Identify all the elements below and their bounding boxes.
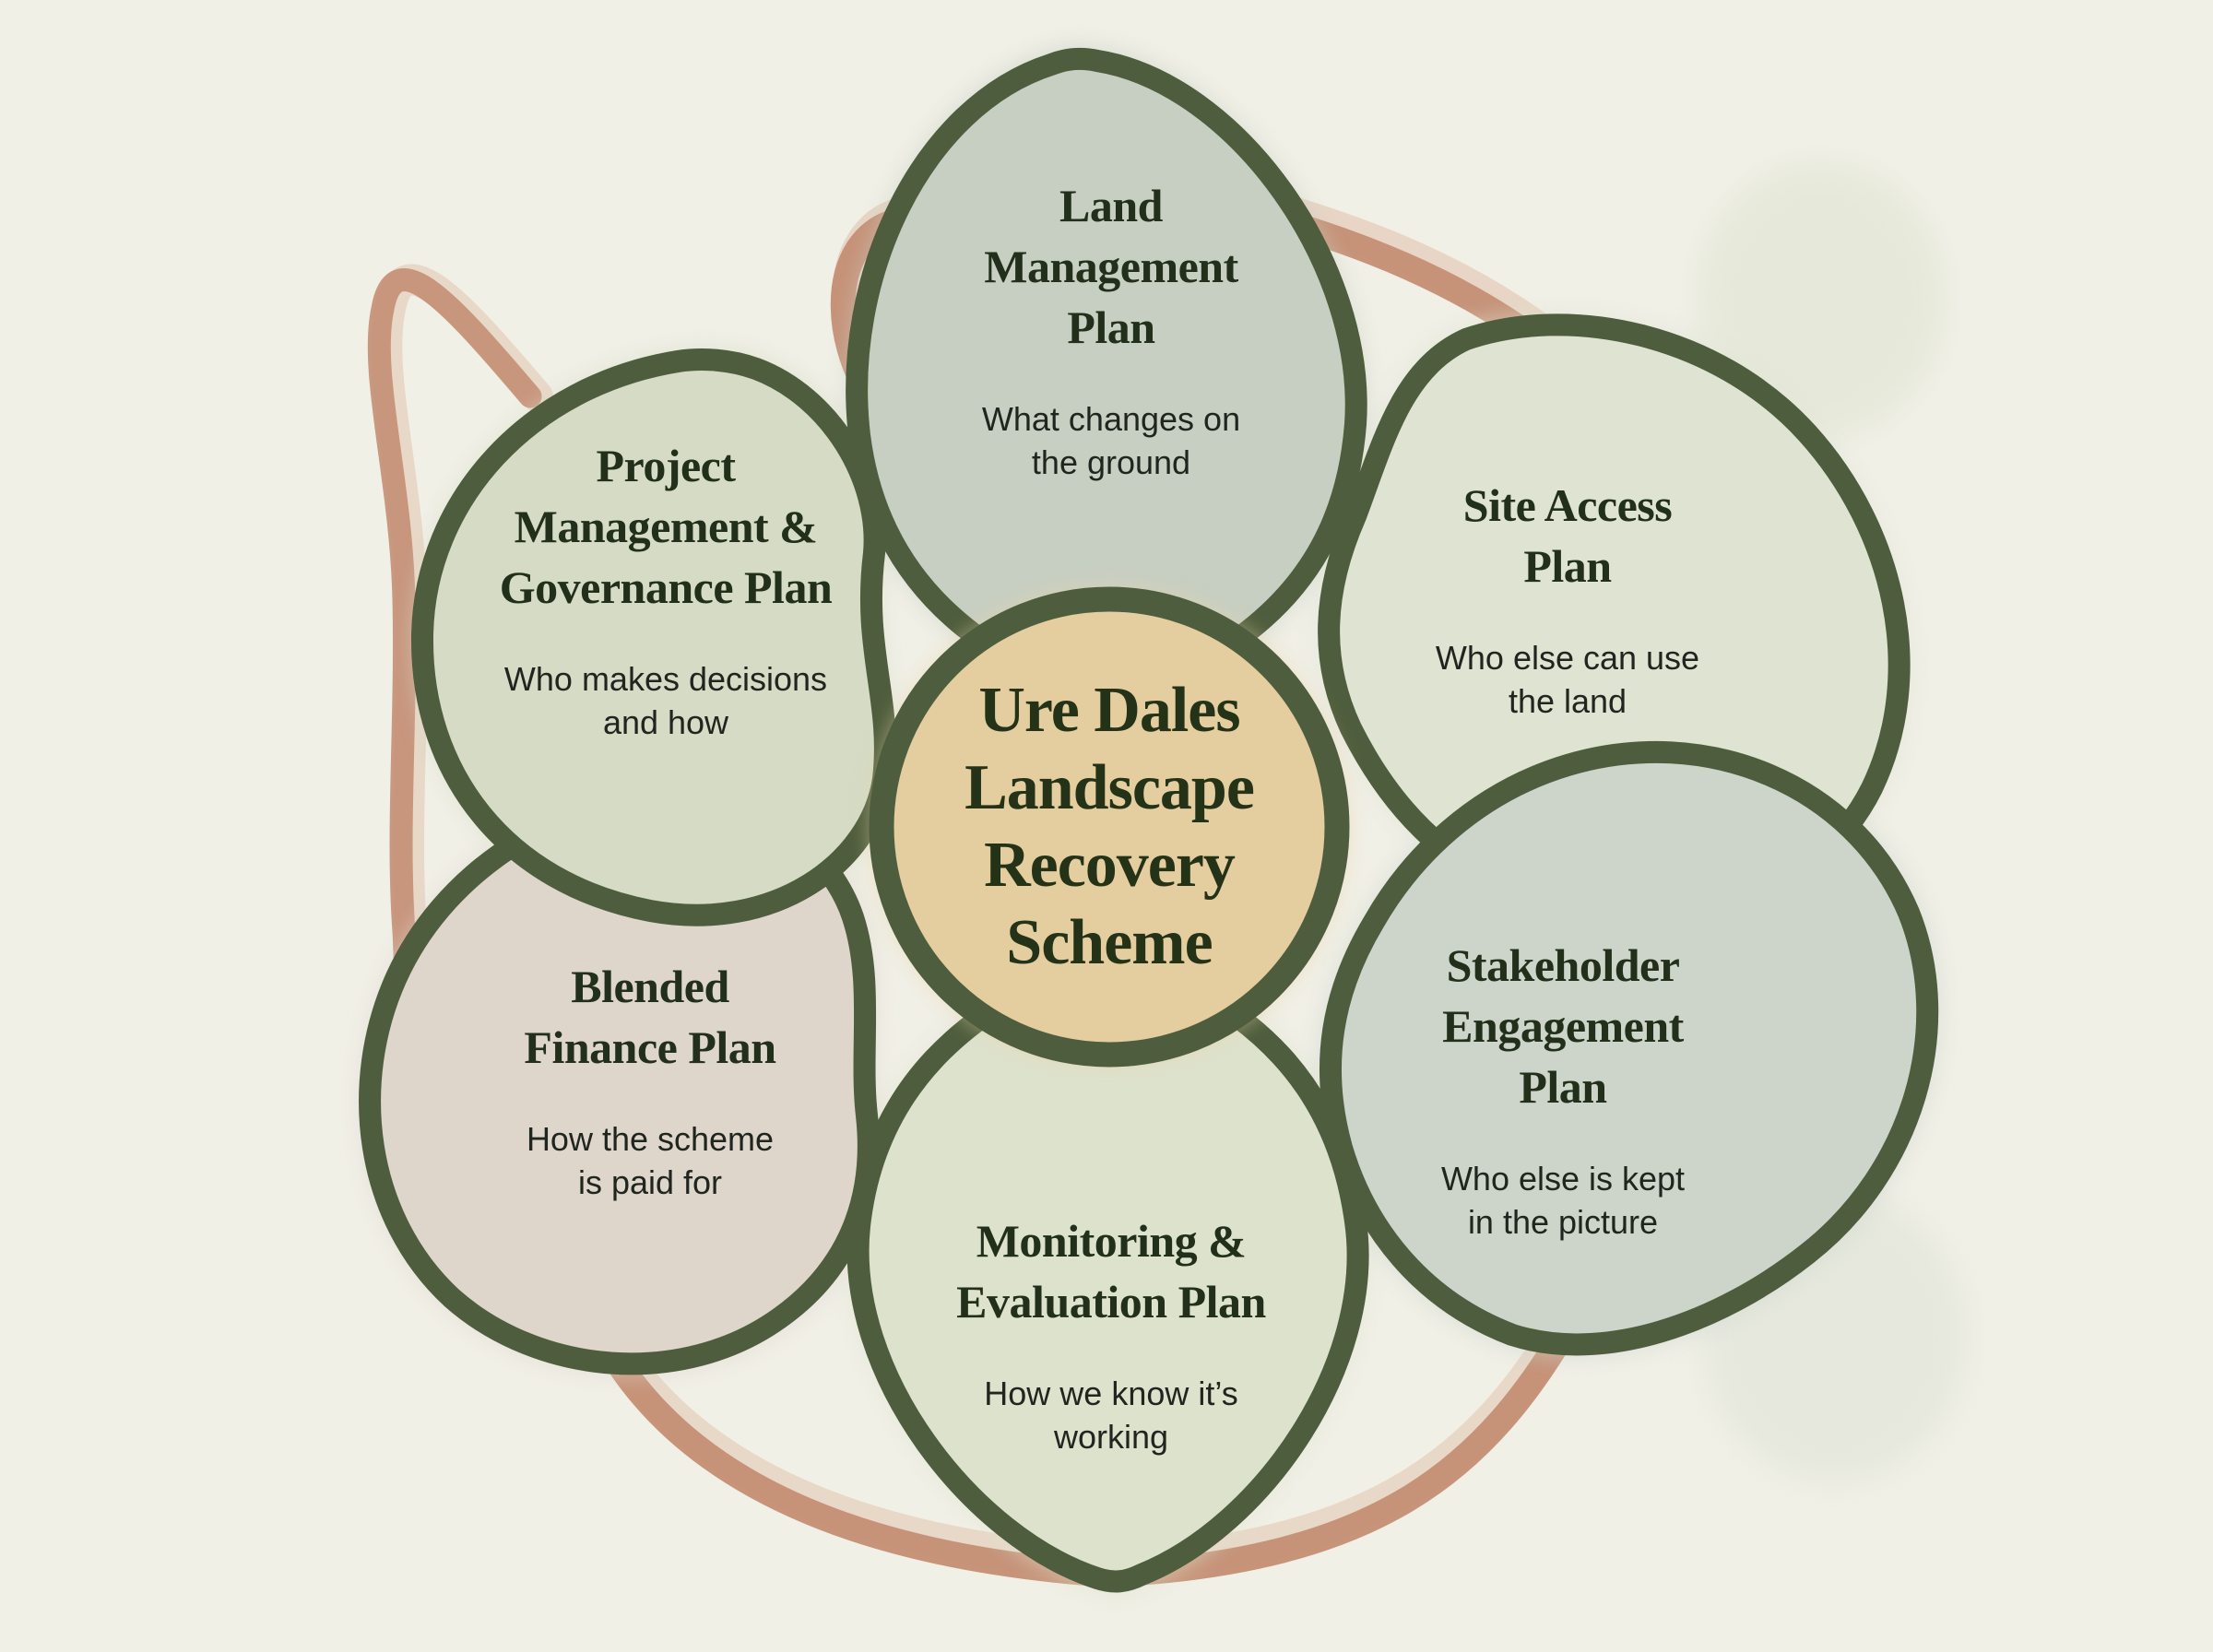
petal-title: Project Management & Governance Plan xyxy=(499,440,833,614)
petal-subtitle: How the scheme is paid for xyxy=(526,1120,775,1201)
petal-land-management: Land Management Plan What changes on the… xyxy=(853,159,1369,502)
center-hub-label: Ure Dales Landscape Recovery Scheme xyxy=(851,655,1367,998)
scheme-title: Ure Dales Landscape Recovery Scheme xyxy=(964,675,1255,978)
petal-title: Site Access Plan xyxy=(1462,479,1673,593)
wash-top-right xyxy=(1697,161,1946,438)
petal-project-management-governance: Project Management & Governance Plan Who… xyxy=(380,419,952,761)
petal-site-access: Site Access Plan Who else can use the la… xyxy=(1309,458,1826,740)
petal-blended-finance: Blended Finance Plan How the scheme is p… xyxy=(401,939,899,1221)
petal-title: Land Management Plan xyxy=(984,180,1238,354)
center-circle xyxy=(869,586,1350,1068)
petal-subtitle: What changes on the ground xyxy=(981,400,1241,481)
petal-title: Stakeholder Engagement Plan xyxy=(1442,939,1684,1114)
petal-title: Blended Finance Plan xyxy=(524,961,776,1074)
petal-monitoring-evaluation: Monitoring & Evaluation Plan How we know… xyxy=(825,1194,1397,1476)
petal-subtitle: How we know it’s working xyxy=(984,1375,1238,1456)
petal-subtitle: Who makes decisions and how xyxy=(503,660,828,741)
petal-title: Monitoring & Evaluation Plan xyxy=(956,1215,1266,1328)
petal-subtitle: Who else is kept in the picture xyxy=(1440,1160,1686,1241)
petal-stakeholder-engagement: Stakeholder Engagement Plan Who else is … xyxy=(1305,918,1821,1261)
petal-subtitle: Who else can use the land xyxy=(1435,639,1700,720)
